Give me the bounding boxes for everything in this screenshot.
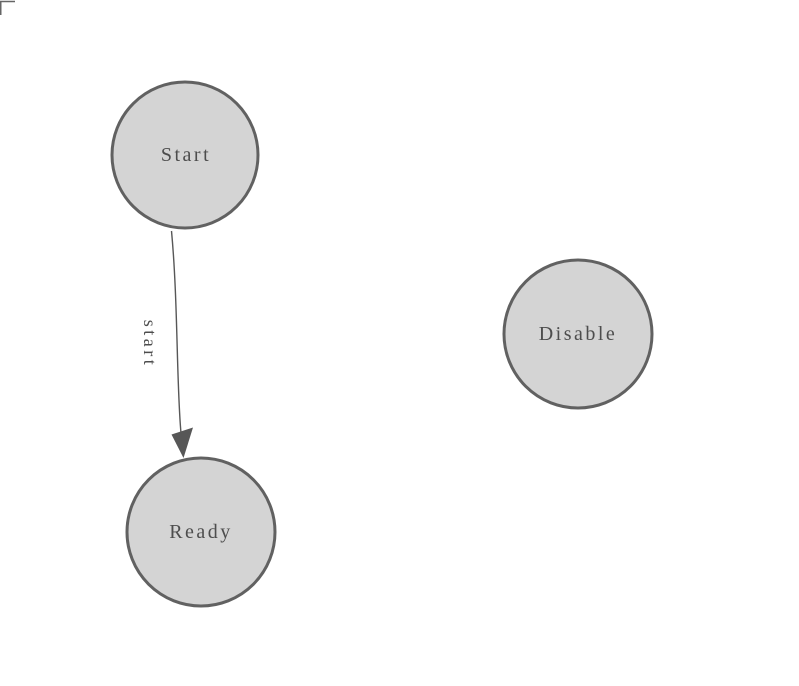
state-node-ready[interactable]: Ready [125, 456, 277, 608]
state-node-start[interactable]: Start [110, 80, 260, 230]
canvas-corner-mark-icon [0, 0, 15, 15]
state-label-disable: Disable [539, 323, 618, 345]
edge-label[interactable]: start [140, 320, 160, 369]
state-label-ready: Ready [169, 521, 233, 543]
state-label-start: Start [161, 144, 211, 166]
state-circle-ready[interactable] [125, 456, 277, 608]
edge-path[interactable] [170, 230, 182, 434]
state-node-disable[interactable]: Disable [502, 258, 654, 410]
transition-edge-start-to-ready[interactable]: start [140, 230, 193, 458]
state-circle-start[interactable] [110, 80, 260, 230]
state-circle-disable[interactable] [502, 258, 654, 410]
edge-arrowhead-icon [171, 427, 193, 458]
